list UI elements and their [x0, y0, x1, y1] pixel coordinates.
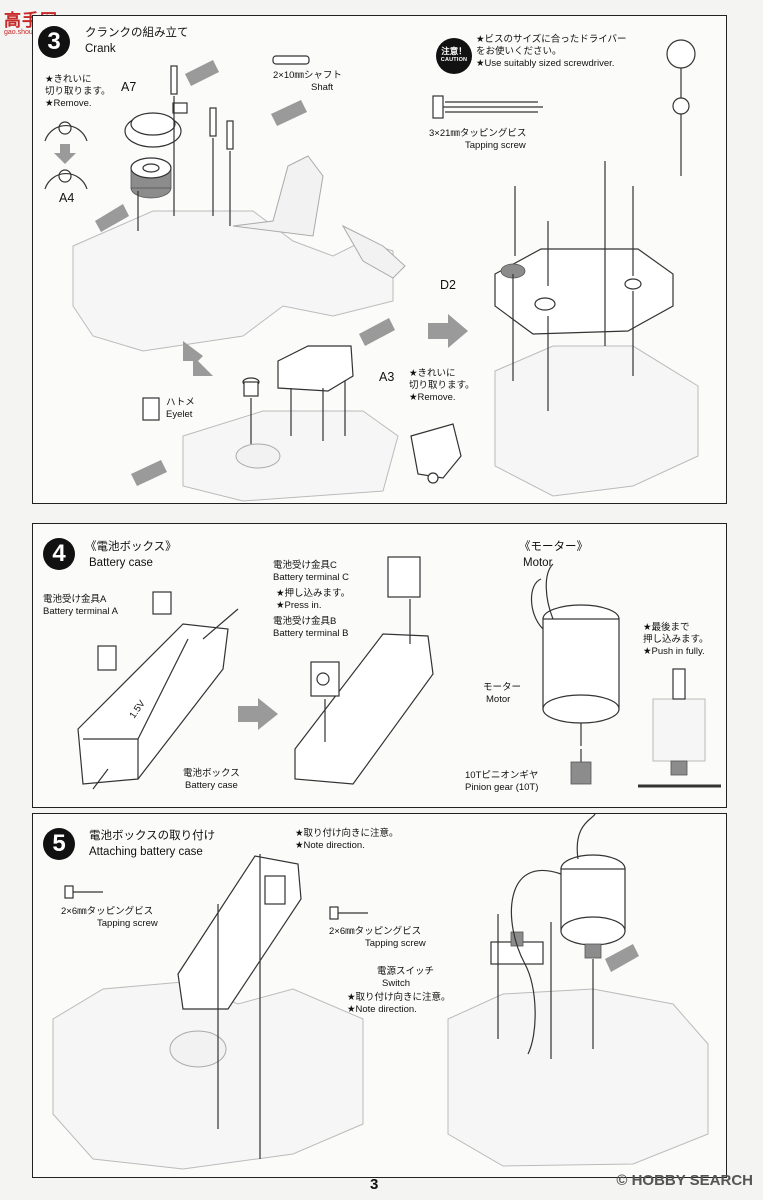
- screwdriver-note-en: ★Use suitably sized screwdriver.: [476, 58, 615, 69]
- switch-label-en: Switch: [382, 978, 410, 989]
- step5-direction-note2-en: ★Note direction.: [347, 1004, 417, 1015]
- terminal-a-label-jp: 電池受け金具A: [43, 594, 107, 605]
- step5-panel: 5 電池ボックスの取り付け Attaching battery case ★取り…: [32, 813, 727, 1178]
- step5-title-en: Attaching battery case: [89, 846, 203, 858]
- press-in-note-jp: ★押し込みます。: [276, 588, 351, 599]
- shaft-label-jp: 2×10㎜シャフト: [273, 70, 342, 81]
- shaft-label-en: Shaft: [311, 82, 334, 93]
- step5-screw2-label-jp: 2×6㎜タッピングビス: [329, 926, 422, 937]
- step4-title-jp: 《電池ボックス》: [85, 541, 177, 553]
- step5-number-badge: 5: [43, 828, 75, 860]
- caution-badge-jp: 注意！: [441, 46, 467, 56]
- step5-screw-label-en: Tapping screw: [97, 918, 158, 929]
- step5-direction-note2-jp: ★取り付け向きに注意。: [347, 992, 451, 1003]
- terminal-b-label-en: Battery terminal B: [273, 628, 349, 639]
- part-label-d2: D2: [440, 278, 456, 292]
- page-number: 3: [370, 1176, 379, 1193]
- terminal-c-label-en: Battery terminal C: [273, 572, 350, 583]
- motor-label-en: Motor: [486, 694, 511, 705]
- press-in-note-en: ★Press in.: [276, 600, 322, 611]
- terminal-c-label-jp: 電池受け金具C: [273, 560, 337, 571]
- terminal-a-label-en: Battery terminal A: [43, 606, 118, 617]
- motor-title-en: Motor: [523, 557, 553, 569]
- tapping-screw-label-en: Tapping screw: [465, 140, 526, 151]
- part-label-a3: A3: [379, 370, 395, 384]
- caution-badge-en: CAUTION: [440, 57, 468, 63]
- part-label-a7: A7: [121, 80, 137, 94]
- motor-label-jp: モーター: [483, 682, 522, 693]
- pinion-gear-label-en: Pinion gear (10T): [465, 782, 539, 793]
- watermark-logo-sub: gao.shou.com: [4, 29, 48, 36]
- step3-remove2-jp: ★きれいに 切り取ります。: [409, 368, 475, 391]
- step3-illustration: [44, 39, 699, 502]
- terminal-b-label-jp: 電池受け金具B: [273, 616, 337, 627]
- step4-illustration: [77, 556, 721, 790]
- screwdriver-note-jp: ★ビスのサイズに合ったドライバー をお使いください。: [476, 34, 627, 57]
- step3-title-en: Crank: [85, 43, 116, 55]
- step3-title-jp: クランクの組み立て: [85, 27, 189, 39]
- motor-title-jp: 《モーター》: [519, 541, 588, 553]
- step5-screw2-label-en: Tapping screw: [365, 938, 426, 949]
- pinion-gear-label-jp: 10Tピニオンギヤ: [465, 770, 539, 781]
- step3-number-badge: 3: [38, 26, 70, 58]
- eyelet-label-en: Eyelet: [166, 409, 193, 420]
- battery-case-label-jp: 電池ボックス: [183, 768, 240, 779]
- caution-badge: 注意！ CAUTION: [436, 38, 472, 74]
- step3-remove-note-jp: ★きれいに 切り取ります。: [45, 74, 111, 97]
- tapping-screw-label-jp: 3×21㎜タッピングビス: [429, 128, 527, 139]
- step3-panel: 3 クランクの組み立て Crank ★きれいに 切り取ります。 ★Remove.…: [32, 15, 727, 504]
- part-label-a4: A4: [59, 191, 75, 205]
- step5-screw-label-jp: 2×6㎜タッピングビス: [61, 906, 154, 917]
- hobby-search-watermark: © HOBBY SEARCH: [616, 1172, 753, 1189]
- battery-case-label-en: Battery case: [185, 780, 238, 791]
- step5-direction-note-jp: ★取り付け向きに注意。: [295, 828, 399, 839]
- step3-remove-note-en: ★Remove.: [45, 98, 92, 109]
- step4-panel: 4 《電池ボックス》 Battery case 電池受け金具A Battery …: [32, 523, 727, 808]
- eyelet-label-jp: ハトメ: [166, 397, 195, 408]
- step5-title-jp: 電池ボックスの取り付け: [89, 830, 216, 842]
- step3-remove2-en: ★Remove.: [409, 392, 456, 403]
- step5-illustration: [52, 814, 709, 1170]
- push-fully-note-jp: ★最後まで 押し込みます。: [643, 622, 709, 645]
- step4-number-badge: 4: [43, 538, 75, 570]
- step5-direction-note-en: ★Note direction.: [295, 840, 365, 851]
- step4-title-en: Battery case: [89, 557, 153, 569]
- switch-label-jp: 電源スイッチ: [377, 966, 435, 977]
- push-fully-note-en: ★Push in fully.: [643, 646, 705, 657]
